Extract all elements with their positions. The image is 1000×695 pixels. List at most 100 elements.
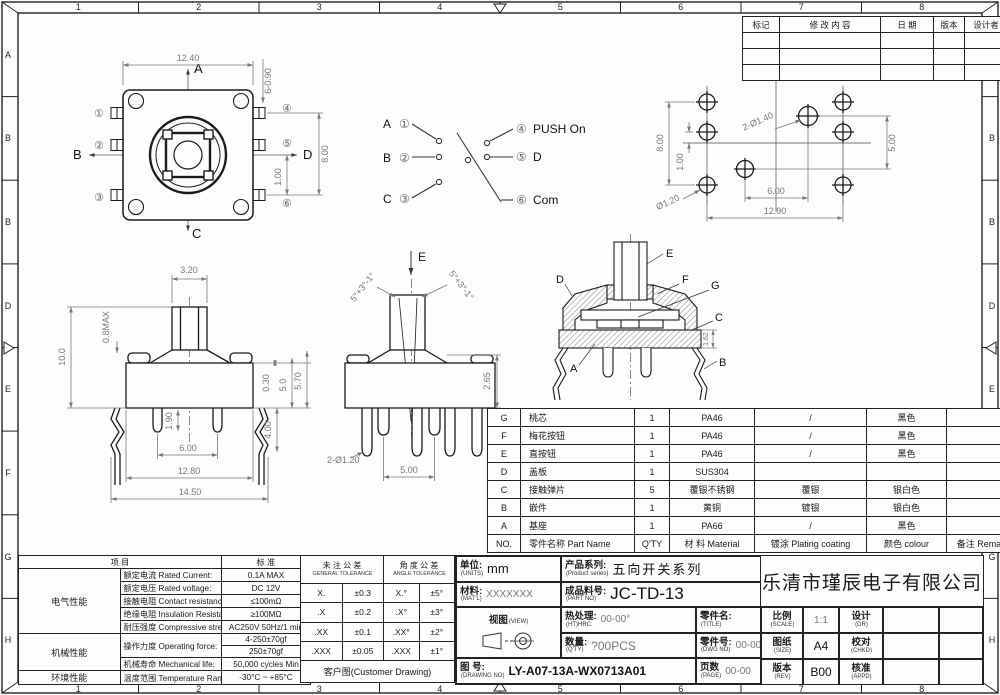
dimension-lines bbox=[67, 275, 311, 503]
rev-col-content: 修 改 内 容 bbox=[779, 16, 881, 33]
group-environmental: 环境性能 bbox=[18, 670, 121, 685]
spec-table: 项 目 标 准 电气性能 额定电流 Rated Current: 0.1A MA… bbox=[18, 555, 311, 685]
scale-label: 比例(SCALE) bbox=[761, 607, 803, 633]
col-material: 材 料 Material bbox=[669, 534, 755, 553]
col-part-name: 零件名称 Part Name bbox=[520, 534, 635, 553]
top-view-drawing: ① ② ③ ④ ⑤ ⑥ A B C D 12.40 6-0.90 8.00 1.… bbox=[73, 53, 330, 240]
svg-text:12.80: 12.80 bbox=[178, 466, 201, 476]
side-view-drawing: E 5°+3°-1° 5°+3°-1° bbox=[327, 250, 501, 481]
svg-text:10.0: 10.0 bbox=[57, 348, 67, 366]
svg-text:1.90: 1.90 bbox=[164, 412, 174, 430]
svg-text:1.00: 1.00 bbox=[273, 168, 283, 186]
svg-text:⑥: ⑥ bbox=[516, 193, 527, 207]
group-electrical: 电气性能 bbox=[18, 568, 121, 634]
svg-text:2-Ø1.40: 2-Ø1.40 bbox=[741, 110, 775, 132]
leader-lines bbox=[564, 253, 718, 370]
svg-text:A: A bbox=[194, 61, 203, 76]
switch-outline bbox=[110, 306, 269, 485]
svg-text:5.00: 5.00 bbox=[887, 134, 897, 152]
section-dim-text: 1.62 bbox=[703, 332, 710, 346]
col-remarks: 备注 Remarks bbox=[946, 534, 1000, 553]
col-qty: Q'TY bbox=[634, 534, 670, 553]
svg-text:6-0.90: 6-0.90 bbox=[263, 68, 273, 94]
svg-text:C: C bbox=[383, 192, 392, 206]
page-cell: 页数(PAGE) 00-00 bbox=[696, 658, 761, 684]
empty-cell bbox=[939, 633, 983, 659]
spec-header-std: 标 准 bbox=[221, 555, 311, 569]
svg-text:D: D bbox=[303, 147, 312, 162]
svg-text:④: ④ bbox=[282, 103, 292, 115]
svg-text:①: ① bbox=[399, 117, 410, 131]
schematic-direction-labels: A B C bbox=[383, 117, 392, 206]
section-view-drawing: E D F G C B A 1.62 bbox=[552, 234, 726, 401]
section-body bbox=[552, 241, 708, 401]
svg-text:2.65: 2.65 bbox=[482, 372, 492, 390]
col-colour: 颜色 colour bbox=[866, 534, 947, 553]
svg-text:C: C bbox=[192, 226, 201, 240]
quantity-cell: 数量:(Q'TY) ?00PCS bbox=[561, 632, 696, 659]
svg-text:③: ③ bbox=[399, 192, 410, 206]
dimension-lines bbox=[122, 59, 323, 196]
direction-labels: A B C D bbox=[73, 61, 312, 240]
designer-label: 设计(DR) bbox=[839, 607, 883, 633]
svg-text:F: F bbox=[682, 274, 689, 286]
part-no-cell: 成品料号:(PART NO) JC-TD-13 bbox=[561, 581, 761, 608]
dwg-no-cell: 零件号:(DWG NO) 00-00 bbox=[696, 632, 761, 659]
table-row bbox=[742, 64, 1000, 81]
svg-text:A: A bbox=[570, 363, 578, 375]
designer-signature bbox=[883, 607, 939, 633]
svg-text:B: B bbox=[383, 151, 391, 165]
approval-grid: 比例(SCALE) 1:1 设计(DR) 图纸(SIZE) A4 校对(CHKD… bbox=[761, 607, 983, 685]
schematic-function-labels: PUSH On D Com bbox=[533, 122, 586, 207]
svg-text:6.00: 6.00 bbox=[179, 443, 197, 453]
svg-text:A: A bbox=[383, 117, 391, 131]
checker-label: 校对(CHKD) bbox=[839, 633, 883, 659]
drawing-no-cell: 图 号:(DRAWING NO) LY-A07-13A-WX0713A01 bbox=[456, 658, 696, 684]
svg-text:①: ① bbox=[94, 108, 104, 120]
view-label-e: E bbox=[418, 250, 426, 264]
svg-text:G: G bbox=[711, 280, 720, 292]
table-row: 环境性能 温度范围 Temperature Range: -30°C ~ +85… bbox=[18, 670, 311, 685]
schematic-wires bbox=[411, 123, 514, 203]
svg-text:0.8MAX: 0.8MAX bbox=[101, 311, 111, 343]
revision-table: 标记 修 改 内 容 日 期 版本 设计者 bbox=[742, 16, 1000, 81]
svg-text:0.30: 0.30 bbox=[261, 374, 271, 392]
table-row bbox=[742, 32, 1000, 49]
svg-text:6.00: 6.00 bbox=[767, 186, 785, 196]
dimension-lines bbox=[350, 284, 501, 481]
rev-label: 版本(REV) bbox=[761, 659, 803, 685]
svg-text:C: C bbox=[715, 312, 723, 324]
table-row: 标记 修 改 内 容 日 期 版本 设计者 bbox=[742, 16, 1000, 33]
svg-text:⑤: ⑤ bbox=[516, 150, 527, 164]
svg-text:Ø1.20: Ø1.20 bbox=[655, 193, 681, 212]
company-name: 乐清市瑾辰电子有限公司 bbox=[761, 556, 983, 607]
svg-text:14.50: 14.50 bbox=[179, 487, 202, 497]
switch-outline bbox=[344, 294, 496, 457]
empty-cell bbox=[939, 607, 983, 633]
units-cell: 单位:(UNITS) mm bbox=[456, 556, 561, 582]
svg-text:④: ④ bbox=[516, 122, 527, 136]
svg-text:8.00: 8.00 bbox=[320, 145, 330, 163]
size-label: 图纸(SIZE) bbox=[761, 633, 803, 659]
zone-marker-triangles bbox=[3, 3, 997, 692]
size-value: A4 bbox=[803, 633, 839, 659]
group-mechanical: 机械性能 bbox=[18, 633, 121, 671]
svg-text:⑥: ⑥ bbox=[282, 198, 292, 210]
svg-text:PUSH On: PUSH On bbox=[533, 122, 586, 136]
table-row: X.±0.3 X.°±5° bbox=[300, 582, 455, 604]
table-row: .XXX±0.05 .XXX±1° bbox=[300, 640, 455, 662]
table-row: G 桃芯 1 PA46 / 黑色 bbox=[487, 408, 1000, 427]
rev-col-date: 日 期 bbox=[880, 16, 934, 33]
svg-text:D: D bbox=[556, 274, 564, 286]
dimension-texts: 12.40 6-0.90 8.00 1.00 bbox=[177, 53, 330, 186]
scale-value: 1:1 bbox=[803, 607, 839, 633]
zone-letters-right: AB BD EF GH bbox=[988, 50, 996, 646]
table-row bbox=[742, 48, 1000, 65]
table-row: 机械性能 操作力度 Operating force: 4-250±70gf bbox=[18, 633, 311, 671]
